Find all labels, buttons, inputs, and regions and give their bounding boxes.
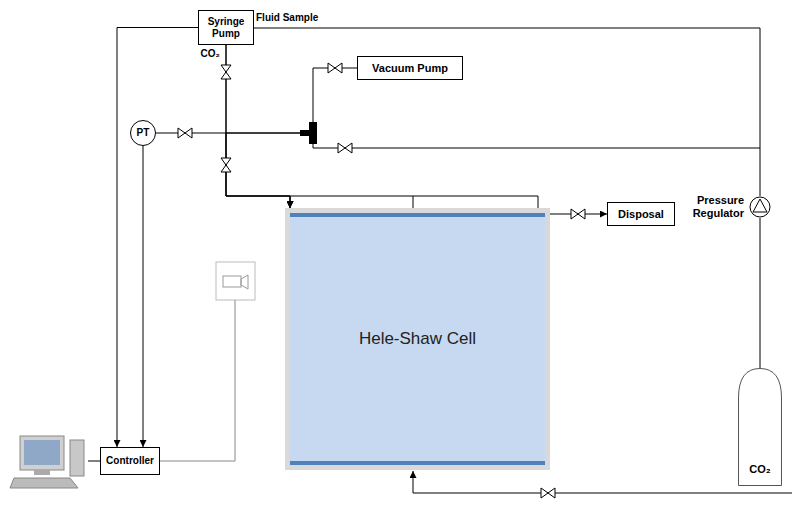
computer-line: [88, 461, 100, 462]
cell-manifold: [538, 196, 539, 208]
cell-manifold: [290, 196, 538, 208]
valve-symbol: [178, 128, 192, 138]
cell-manifold: [290, 196, 538, 197]
node-label: Syringe Pump: [204, 16, 248, 39]
gas-label: CO₂: [192, 48, 220, 60]
hele-shaw-cell: Hele-Shaw Cell: [285, 208, 550, 470]
bottom-inlet-line: [413, 471, 792, 493]
node-label: Disposal: [618, 208, 664, 221]
pressure-transmitter: PT: [130, 120, 156, 146]
bottom-inlet-line: [413, 471, 792, 493]
pump-box: Vacuum Pump: [357, 56, 463, 80]
computer-icon: [10, 436, 84, 488]
node-label: PT: [137, 127, 150, 139]
computer-icon: [10, 478, 78, 488]
cell-manifold: [413, 196, 414, 208]
pipe-connector: [760, 218, 761, 368]
camera-icon: [216, 262, 255, 300]
regulator-triangle: [753, 199, 767, 212]
valve-symbol: [541, 488, 555, 498]
pipe-connector: [226, 133, 760, 208]
tee-fitting: [300, 130, 309, 136]
pipe-connector: [226, 68, 357, 208]
computer-icon: [24, 440, 60, 465]
camera-icon: [223, 276, 241, 287]
fluid-sample-line: [251, 28, 760, 148]
fluid-sample-line: [251, 28, 760, 148]
pump-box: Syringe Pump: [198, 10, 254, 45]
node-label: Vacuum Pump: [372, 62, 448, 75]
pipe-connector: [156, 45, 226, 133]
node-label: Hele-Shaw Cell: [359, 329, 476, 349]
tee-fitting: [300, 122, 317, 144]
node-label: Pressure Regulator: [693, 194, 744, 219]
node-label: CO₂: [749, 463, 770, 476]
disposal-box: Disposal: [607, 202, 675, 226]
pressure-regulator: Pressure Regulator: [749, 196, 771, 218]
regulator-symbol: [749, 196, 771, 218]
computer-icon: [20, 436, 64, 470]
camera-icon: [216, 262, 255, 300]
camera-line: [160, 300, 235, 461]
valve-symbol: [328, 63, 342, 73]
tee-fitting: [309, 122, 317, 144]
flow-label: Fluid Sample: [256, 12, 318, 24]
computer-icon: [34, 470, 50, 475]
valve-symbol: [571, 209, 585, 219]
node-label: Controller: [106, 455, 154, 467]
valve-symbol: [338, 143, 352, 153]
valve-symbol: [221, 65, 231, 79]
camera-line: [160, 300, 235, 461]
valve-symbol: [221, 158, 231, 172]
pipe-connector: [143, 146, 144, 447]
pipe-connector: [117, 28, 198, 448]
valve-symbol: [178, 63, 585, 498]
camera-icon: [241, 275, 248, 289]
cylinder-body: [739, 369, 782, 486]
gas-cylinder: CO₂: [738, 368, 782, 486]
computer-icon: [70, 440, 84, 476]
computer-line: [88, 461, 100, 462]
regulator-circle: [750, 197, 770, 217]
controller-box: Controller: [100, 447, 160, 475]
pipe-connector: [226, 45, 290, 208]
